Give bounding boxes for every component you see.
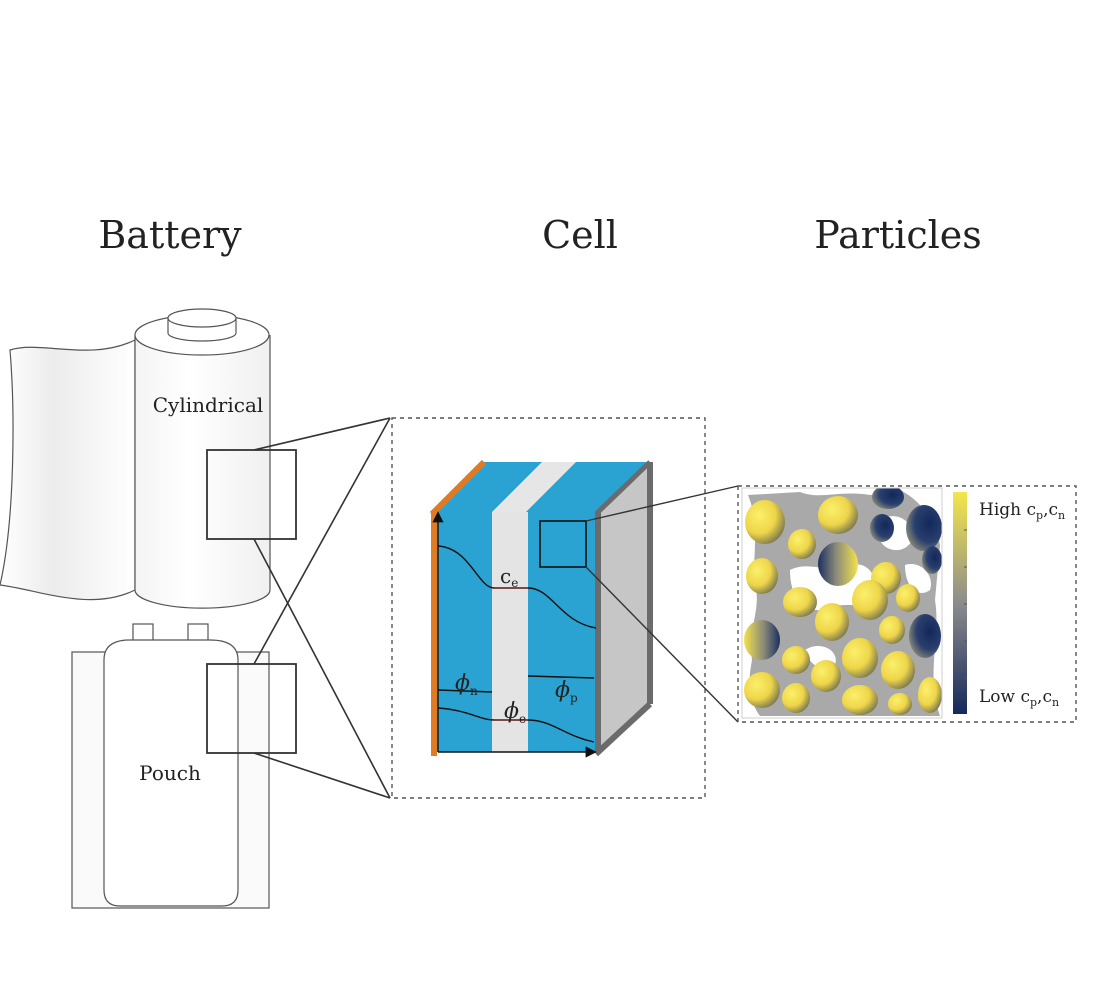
positive-electrode xyxy=(528,512,598,752)
colorbar-high-label: High cp,cn xyxy=(979,500,1065,522)
separator xyxy=(492,512,528,752)
cell-sandwich xyxy=(429,459,653,758)
cell-frame xyxy=(391,417,706,799)
pouch-label: Pouch xyxy=(139,761,201,785)
particles-heading: Particles xyxy=(814,213,982,257)
colorbar-low-label: Low cp,cn xyxy=(979,687,1059,709)
positive-current-collector xyxy=(598,462,650,752)
pouch-battery xyxy=(71,623,270,909)
cell-zoom-box xyxy=(539,520,587,568)
cell-to-particles-zoom-lines xyxy=(585,485,739,723)
battery-to-cell-zoom-lines xyxy=(253,417,391,799)
particles-panel xyxy=(742,488,942,718)
pouch-zoom-box xyxy=(206,663,297,754)
cylindrical-battery xyxy=(0,308,271,609)
battery-heading: Battery xyxy=(98,213,242,257)
concentration-colorbar xyxy=(953,492,967,714)
phi-e-label: ϕe xyxy=(504,699,526,726)
phi-n-label: ϕn xyxy=(455,671,478,698)
particles-frame xyxy=(737,485,1077,723)
electrode-particles xyxy=(744,488,942,715)
negative-electrode xyxy=(434,512,492,752)
cell-heading: Cell xyxy=(542,213,618,257)
electrolyte-concentration-label: ce xyxy=(500,564,518,590)
cylindrical-zoom-box xyxy=(206,449,297,540)
cylindrical-label: Cylindrical xyxy=(153,393,264,417)
phi-p-label: ϕp xyxy=(555,678,578,705)
